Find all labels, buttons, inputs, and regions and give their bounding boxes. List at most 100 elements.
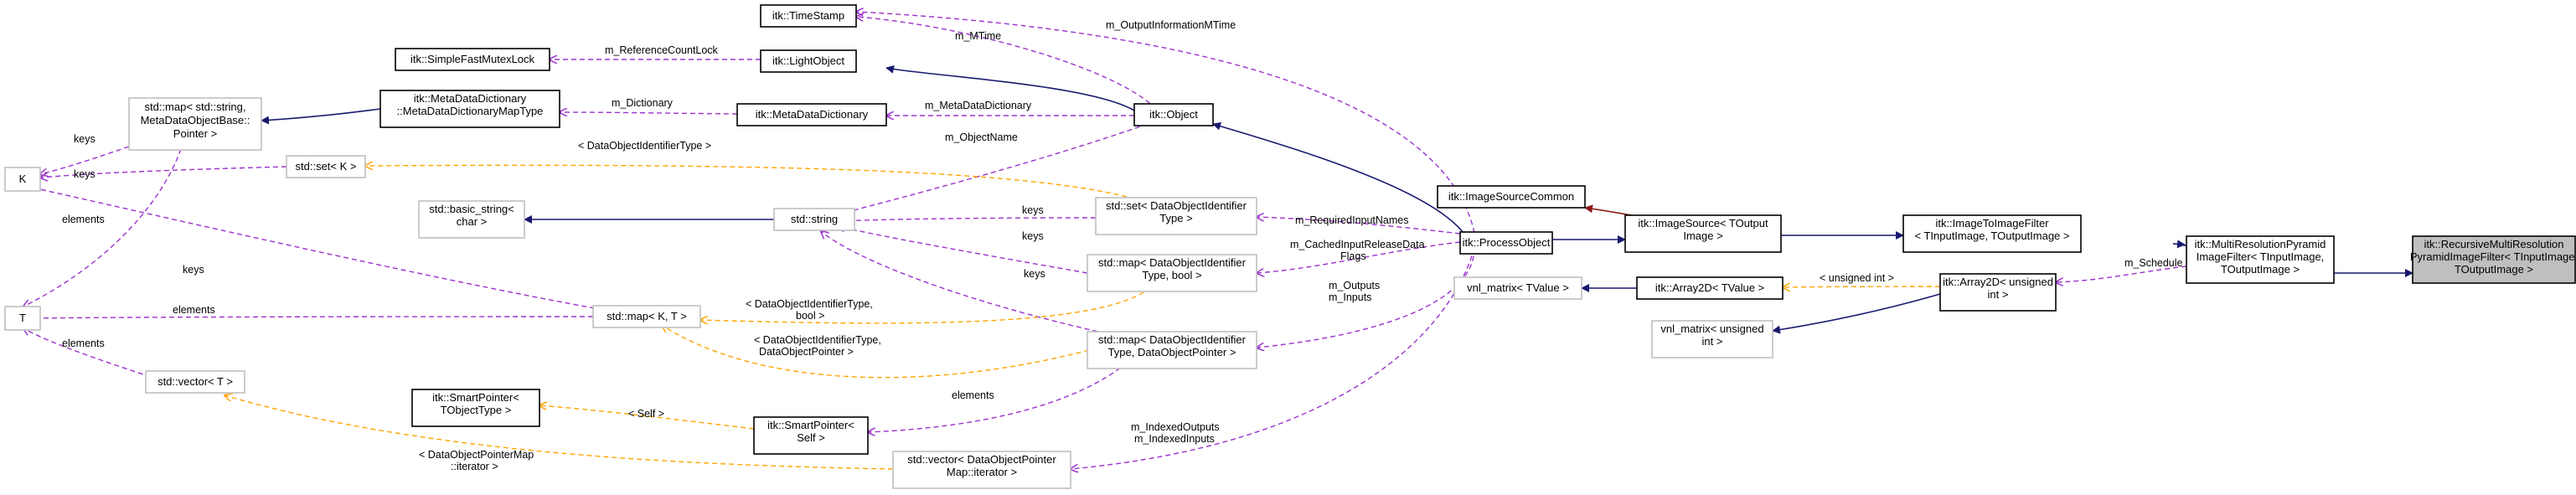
svg-text:std::set< K >: std::set< K >: [296, 160, 357, 173]
node-std-string[interactable]: std::string: [773, 208, 855, 231]
svg-text:std::map< K, T >: std::map< K, T >: [607, 310, 687, 322]
edge-label-requiredinputnames: m_RequiredInputNames: [1295, 214, 1409, 226]
svg-text:itk::ProcessObject: itk::ProcessObject: [1463, 236, 1551, 249]
svg-text:std::map< DataObjectIdentifier: std::map< DataObjectIdentifierType, bool…: [1098, 256, 1247, 281]
edge-label-metadatadictionary: m_MetaDataDictionary: [925, 100, 1032, 111]
edge-label-schedule: m_Schedule: [2124, 257, 2183, 269]
edge-member-schedule: [2056, 266, 2187, 282]
edge-label-unsignedint: < unsigned int >: [1820, 272, 1894, 284]
edge-member-indexed: [1071, 247, 1475, 469]
edge-inherit-stdmap-metamap: [261, 108, 381, 125]
edge-member-keys-set-K: [40, 166, 287, 178]
node-K[interactable]: K: [4, 167, 41, 192]
edge-member-elements-mapptr-smartself: [868, 351, 1140, 432]
svg-text:K: K: [19, 173, 27, 185]
svg-text:itk::ImageSourceCommon: itk::ImageSourceCommon: [1448, 190, 1574, 203]
svg-text:itk::SimpleFastMutexLock: itk::SimpleFastMutexLock: [410, 53, 535, 65]
edge-template-doi-set: [365, 165, 1167, 212]
edge-label-refcountlock: m_ReferenceCountLock: [605, 44, 719, 56]
edge-label-doi-set: < DataObjectIdentifierType >: [578, 140, 711, 152]
svg-text:vnl_matrix< TValue >: vnl_matrix< TValue >: [1467, 281, 1569, 294]
edge-inherit-object-procobj: [1212, 121, 1464, 233]
edge-label-doi-ptr: < DataObjectIdentifierType,DataObjectPoi…: [754, 334, 881, 358]
node-metadata-dictionary-map-type[interactable]: itk::MetaDataDictionary::MetaDataDiction…: [379, 90, 560, 128]
edge-label-doi-bool: < DataObjectIdentifierType,bool >: [746, 298, 873, 322]
edge-label-elements-vector: elements: [62, 338, 105, 349]
edge-label-keys-mapbool: keys: [1022, 230, 1044, 242]
svg-text:itk::SmartPointer<Self >: itk::SmartPointer<Self >: [767, 419, 854, 444]
edge-label-keys-mapKT: keys: [183, 264, 204, 276]
edge-label-elements-mapKT: elements: [173, 304, 215, 316]
edge-member-keys-mapptr-stdstring: [821, 231, 1107, 334]
edge-member-keys-mapKT-K: [25, 186, 596, 309]
node-T[interactable]: T: [4, 306, 41, 331]
svg-text:itk::MetaDataDictionary::MetaD: itk::MetaDataDictionary::MetaDataDiction…: [397, 92, 544, 117]
svg-text:itk::Object: itk::Object: [1149, 108, 1198, 121]
node-smart-pointer-tobjecttype[interactable]: itk::SmartPointer<TObjectType >: [411, 389, 540, 427]
svg-text:itk::TimeStamp: itk::TimeStamp: [772, 9, 844, 22]
node-process-object[interactable]: itk::ProcessObject: [1459, 231, 1553, 255]
edge-member-elements-vector-T: [23, 328, 152, 378]
node-metadata-dictionary[interactable]: itk::MetaDataDictionary: [736, 103, 887, 126]
node-timestamp[interactable]: itk::TimeStamp: [760, 4, 857, 28]
edge-template-unsignedint: [1783, 286, 1941, 287]
svg-text:std::vector< T >: std::vector< T >: [157, 375, 233, 388]
edge-member-objectname: [838, 123, 1149, 214]
edge-member-elements-mapKT-T: [28, 317, 594, 318]
edge-label-dictionary: m_Dictionary: [612, 97, 674, 109]
svg-text:std::set< DataObjectIdentifier: std::set< DataObjectIdentifierType >: [1106, 199, 1247, 224]
edge-member-outputs-inputs: [1257, 247, 1475, 348]
node-std-map-string-metadataobject[interactable]: std::map< std::string,MetaDataObjectBase…: [128, 97, 262, 151]
edge-template-ptrmap-iterator: [225, 395, 894, 470]
edge-member-keys-stdmap-K: [40, 146, 130, 174]
edge-label-keys-1: keys: [74, 133, 96, 145]
edge-label-keys-2: keys: [74, 168, 96, 180]
svg-text:itk::Array2D< TValue >: itk::Array2D< TValue >: [1655, 281, 1764, 294]
edge-template-doi-bool: [700, 281, 1157, 323]
node-vnl-matrix-tvalue[interactable]: vnl_matrix< TValue >: [1453, 276, 1582, 300]
node-std-set-K[interactable]: std::set< K >: [286, 155, 366, 178]
node-object[interactable]: itk::Object: [1133, 103, 1214, 126]
edge-label-keys-mapptr: keys: [1024, 268, 1045, 280]
edge-member-elements-stdmap-T: [23, 148, 182, 307]
edge-inherit-array2duint-vnluint: [1772, 293, 1941, 334]
edge-label-ptrmap-iterator: < DataObjectPointerMap::iterator >: [419, 449, 534, 472]
edge-label-mtime: m_MTime: [955, 30, 1001, 42]
node-std-map-K-T[interactable]: std::map< K, T >: [592, 305, 701, 328]
node-smart-pointer-self[interactable]: itk::SmartPointer<Self >: [753, 416, 869, 455]
svg-text:itk::MetaDataDictionary: itk::MetaDataDictionary: [756, 108, 869, 121]
svg-text:itk::ImageSource< TOutputImage: itk::ImageSource< TOutputImage >: [1638, 217, 1768, 242]
node-std-basic-string[interactable]: std::basic_string<char >: [418, 200, 525, 239]
node-std-vector-T[interactable]: std::vector< T >: [145, 370, 245, 394]
node-simple-fast-mutex-lock[interactable]: itk::SimpleFastMutexLock: [395, 48, 550, 71]
edge-member-outputinfomtime: [856, 12, 1475, 234]
svg-text:std::map< DataObjectIdentifier: std::map< DataObjectIdentifierType, Data…: [1098, 333, 1247, 358]
node-image-to-image-filter[interactable]: itk::ImageToImageFilter< TInputImage, TO…: [1902, 214, 2082, 253]
edge-label-elements-1: elements: [62, 214, 105, 225]
svg-text:itk::ImageToImageFilter< TInpu: itk::ImageToImageFilter< TInputImage, TO…: [1914, 217, 2069, 242]
node-image-source-common[interactable]: itk::ImageSourceCommon: [1437, 185, 1586, 209]
edge-member-keys-mapbool-stdstring: [838, 226, 1088, 274]
edge-member-mtime: [856, 17, 1157, 110]
edge-label-objectname: m_ObjectName: [945, 131, 1018, 143]
node-array2d-tvalue[interactable]: itk::Array2D< TValue >: [1636, 276, 1784, 300]
edge-member-dictionary: [560, 112, 738, 114]
node-light-object[interactable]: itk::LightObject: [760, 49, 857, 73]
